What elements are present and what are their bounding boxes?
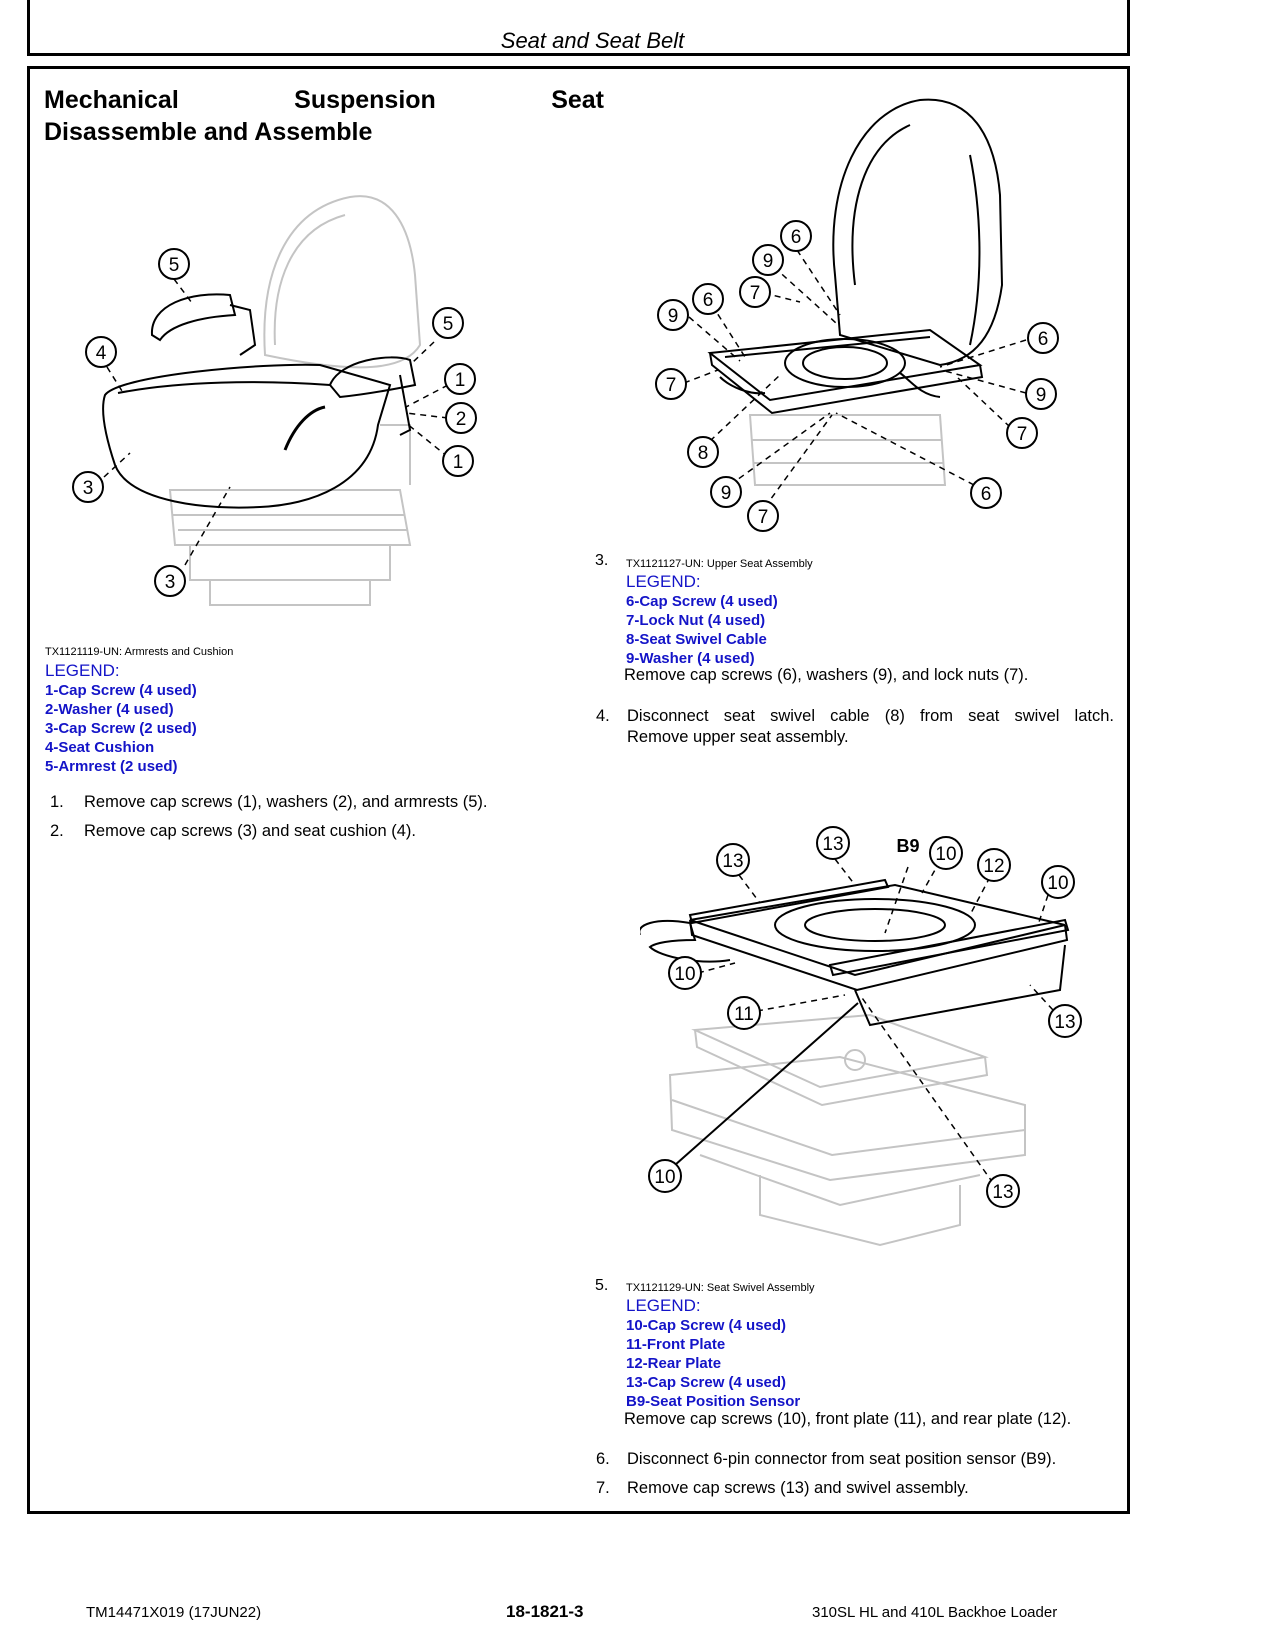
title-word-2: Suspension [294, 86, 436, 114]
callout-3b: 3 [165, 572, 176, 593]
content-frame [27, 66, 1130, 1514]
callout-13b: 13 [822, 834, 843, 855]
callout-8: 8 [698, 443, 709, 464]
legend-item: B9-Seat Position Sensor [626, 1393, 801, 1410]
callout-6c: 6 [1038, 329, 1049, 350]
legend-item: 13-Cap Screw (4 used) [626, 1374, 787, 1391]
figure-seat-swivel-assembly: 13 13 10 12 10 10 11 13 10 13 B9 [640, 826, 1082, 1247]
legend-item: 5-Armrest (2 used) [45, 758, 178, 775]
page-title: Mechanical Suspension Seat Disassemble a… [44, 84, 604, 148]
step-6: 6.Disconnect 6-pin connector from seat p… [596, 1450, 1057, 1468]
callout-7c: 7 [1017, 424, 1028, 445]
callout-9b: 9 [668, 306, 679, 327]
step-5-text: Remove cap screws (10), front plate (11)… [624, 1410, 1072, 1428]
figure2-caption: TX1121127-UN: Upper Seat Assembly [626, 558, 813, 570]
footer-page-number: 18-1821-3 [506, 1602, 584, 1621]
step-3-text: Remove cap screws (6), washers (9), and … [624, 666, 1029, 684]
callout-4: 4 [96, 343, 107, 364]
step-3-number: 3. [595, 552, 609, 569]
callout-7b: 7 [666, 375, 677, 396]
callout-6d: 6 [981, 484, 992, 505]
header-title: Seat and Seat Belt [500, 28, 685, 53]
header-frame [27, 0, 1130, 56]
step-1: 1.Remove cap screws (1), washers (2), an… [50, 793, 488, 811]
footer-doc-id: TM14471X019 (17JUN22) [86, 1604, 262, 1621]
callout-13c: 13 [1054, 1012, 1075, 1033]
callout-2: 2 [456, 409, 467, 430]
title-word-1: Mechanical [44, 86, 179, 114]
legend-item: 3-Cap Screw (2 used) [45, 720, 197, 737]
step-4: 4. [596, 707, 610, 725]
figure3-legend: LEGEND: 10-Cap Screw (4 used) 11-Front P… [626, 1296, 800, 1411]
legend-heading: LEGEND: [626, 1296, 701, 1315]
callout-3a: 3 [83, 478, 94, 499]
legend-item: 10-Cap Screw (4 used) [626, 1317, 787, 1334]
callout-9d: 9 [721, 483, 732, 504]
callout-7a: 7 [750, 283, 761, 304]
figure1-caption: TX1121119-UN: Armrests and Cushion [45, 646, 234, 658]
figure-armrests-cushion: 5 4 5 1 2 1 3 3 [72, 195, 477, 606]
legend-item: 12-Rear Plate [626, 1355, 722, 1372]
figure-upper-seat-assembly: 6 9 7 6 9 6 7 9 7 8 9 7 6 [655, 98, 1059, 532]
title-word-3: Seat [551, 86, 604, 114]
callout-10d: 10 [654, 1167, 675, 1188]
callout-7d: 7 [758, 507, 769, 528]
callout-6a: 6 [791, 227, 802, 248]
footer-machine: 310SL HL and 410L Backhoe Loader [812, 1604, 1058, 1621]
callout-10b: 10 [1047, 873, 1068, 894]
legend-heading: LEGEND: [45, 661, 120, 680]
title-line-2: Disassemble and Assemble [44, 118, 373, 146]
callout-5a: 5 [169, 255, 180, 276]
step-4-line2: Remove upper seat assembly. [627, 728, 849, 746]
label-b9: B9 [896, 836, 919, 856]
figure2-legend: LEGEND: 6-Cap Screw (4 used) 7-Lock Nut … [626, 572, 778, 668]
step-7: 7.Remove cap screws (13) and swivel asse… [596, 1479, 969, 1497]
callout-10c: 10 [674, 964, 695, 985]
step-2: 2.Remove cap screws (3) and seat cushion… [50, 822, 416, 840]
callout-1a: 1 [455, 370, 466, 391]
callout-13d: 13 [992, 1182, 1013, 1203]
legend-item: 11-Front Plate [626, 1336, 726, 1353]
step-4-line1: Disconnect seat swivel cable (8) from se… [627, 707, 1114, 725]
callout-13a: 13 [722, 851, 743, 872]
callout-10a: 10 [935, 844, 956, 865]
step-5-number: 5. [595, 1277, 609, 1294]
figure3-caption: TX1121129-UN: Seat Swivel Assembly [626, 1282, 815, 1294]
callout-5b: 5 [443, 314, 454, 335]
legend-item: 1-Cap Screw (4 used) [45, 682, 197, 699]
legend-item: 4-Seat Cushion [45, 739, 155, 756]
legend-heading: LEGEND: [626, 572, 701, 591]
callout-6b: 6 [703, 290, 714, 311]
callout-9c: 9 [1036, 385, 1047, 406]
legend-item: 9-Washer (4 used) [626, 650, 755, 667]
callout-11: 11 [734, 1004, 754, 1025]
callout-1b: 1 [453, 452, 464, 473]
legend-item: 6-Cap Screw (4 used) [626, 593, 778, 610]
legend-item: 7-Lock Nut (4 used) [626, 612, 766, 629]
callout-12: 12 [983, 856, 1004, 877]
figure1-legend: LEGEND: 1-Cap Screw (4 used) 2-Washer (4… [45, 661, 197, 776]
legend-item: 8-Seat Swivel Cable [626, 631, 767, 648]
legend-item: 2-Washer (4 used) [45, 701, 174, 718]
callout-9a: 9 [763, 251, 774, 272]
